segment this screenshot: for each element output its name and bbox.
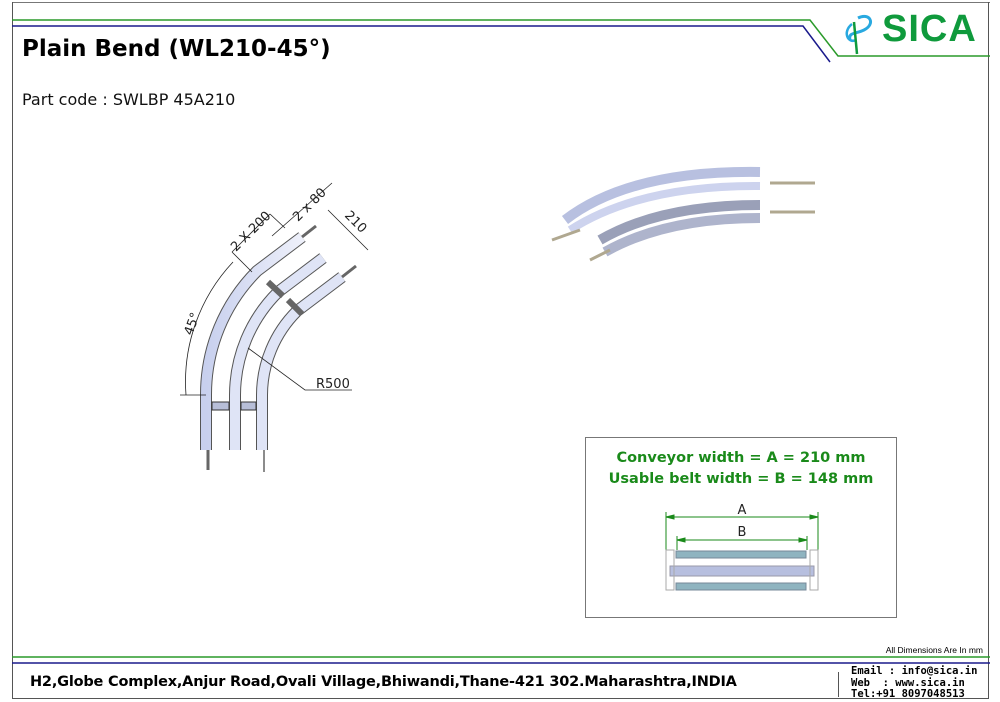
dim-2x200-label: 2 X 200	[228, 209, 274, 255]
company-address: H2,Globe Complex,Anjur Road,Ovali Villag…	[30, 674, 737, 690]
logo-text: SICA	[882, 8, 977, 50]
page-frame	[12, 2, 989, 699]
isometric-view-drawing	[551, 166, 815, 262]
part-code: Part code : SWLBP 45A210	[22, 90, 236, 109]
belt-width-text: Usable belt width = B = 148 mm	[608, 471, 874, 487]
footer-separator	[838, 672, 839, 697]
label-a: A	[738, 503, 747, 518]
page-title: Plain Bend (WL210-45°)	[22, 36, 331, 62]
dim-210-label: 210	[341, 208, 369, 236]
dimensions-note: All Dimensions Are In mm	[885, 645, 983, 655]
width-info-box: Conveyor width = A = 210 mm Usable belt …	[585, 437, 897, 618]
contact-info: Email : info@sica.in Web : www.sica.in T…	[851, 665, 978, 701]
label-b: B	[738, 525, 747, 540]
sica-logo-icon	[845, 15, 873, 55]
phone-number: Tel:+91 8097048513	[851, 688, 965, 700]
radius-label: R500	[316, 377, 350, 392]
dim-2x80-label: 2 x 80	[290, 185, 329, 224]
email-link[interactable]: Email : info@sica.in	[851, 665, 978, 677]
conveyor-width-text: Conveyor width = A = 210 mm	[616, 450, 866, 466]
plan-view-drawing: 2 X 200 2 x 80 210 45° R500	[180, 182, 369, 472]
web-link[interactable]: Web : www.sica.in	[851, 676, 965, 689]
angle-label: 45°	[182, 311, 204, 338]
frame-top	[12, 2, 990, 3]
cross-section-diagram: A B	[665, 503, 819, 591]
